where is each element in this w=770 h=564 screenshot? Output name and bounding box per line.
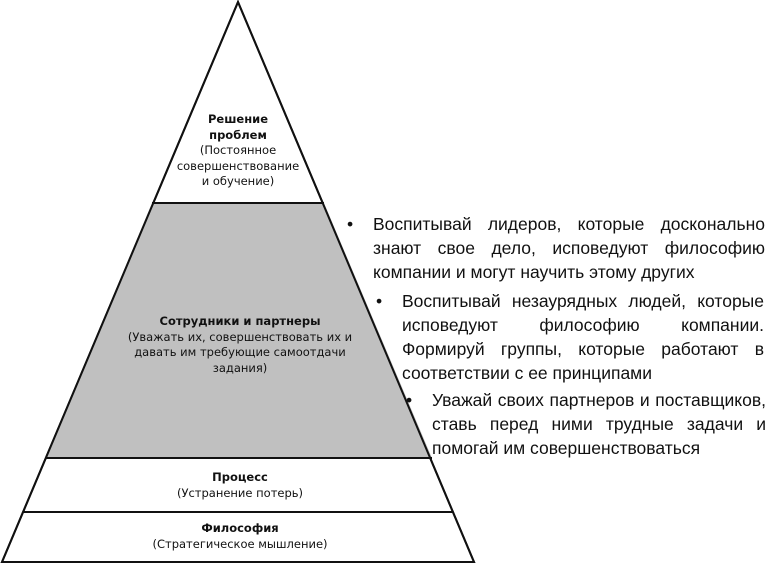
bullet-icon: •	[406, 390, 413, 410]
people-level-fill	[46, 203, 432, 458]
level-problem-solving: Решение проблем (Постоянное совершенство…	[168, 112, 308, 190]
level-title: Процесс	[212, 470, 268, 484]
bullet-text: Уважай своих партнеров и поставщиков, ст…	[432, 390, 766, 458]
level-subtitle: (Постоянное	[199, 143, 277, 157]
level-subtitle: и обучение)	[201, 174, 275, 188]
level-subtitle: (Стратегическое мышление)	[152, 536, 328, 551]
level-subtitle: задания)	[212, 360, 268, 375]
level-title: Решение	[207, 112, 269, 126]
level-title: проблем	[209, 127, 267, 142]
bullet-item: • Воспитывай незаурядных людей, которые …	[376, 289, 764, 385]
level-people: Сотрудники и партнеры (Уважать их, совер…	[110, 314, 370, 376]
bullet-text: Воспитывай незаурядных людей, которые ис…	[402, 291, 764, 383]
bullet-icon: •	[347, 214, 354, 234]
bullet-item: • Воспитывай лидеров, которые доскональн…	[347, 212, 765, 284]
level-title: Сотрудники и партнеры	[159, 314, 321, 328]
level-subtitle: совершенствование	[176, 158, 300, 173]
level-subtitle: (Уважать их, совершенствовать их и	[127, 329, 353, 344]
level-process: Процесс (Устранение потерь)	[140, 470, 340, 501]
bullet-item: • Уважай своих партнеров и поставщиков, …	[406, 388, 766, 460]
bullet-text: Воспитывай лидеров, которые досконально …	[373, 214, 765, 282]
bullet-icon: •	[376, 291, 383, 311]
level-subtitle: (Устранение потерь)	[176, 485, 304, 500]
level-subtitle: давать им требующие самоотдачи	[134, 345, 346, 359]
level-philosophy: Философия (Стратегическое мышление)	[120, 521, 360, 552]
level-title: Философия	[201, 521, 279, 535]
